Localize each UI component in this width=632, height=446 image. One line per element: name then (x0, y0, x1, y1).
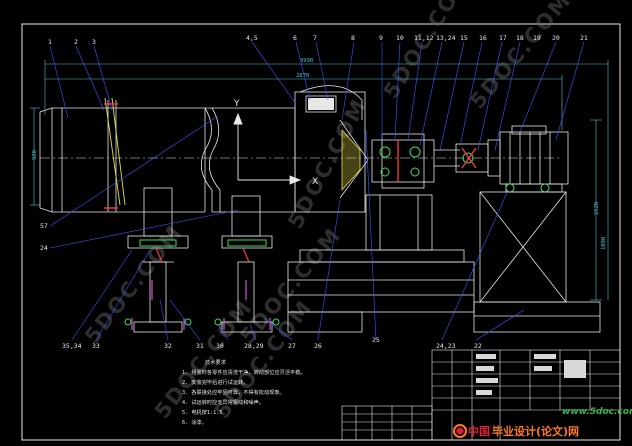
part-number: 15 (460, 34, 468, 42)
part-number: 10 (396, 34, 404, 42)
title-block (431, 349, 621, 441)
logo-brand-orange: 毕业设计(论文)网 (492, 424, 579, 438)
note-line: 4. 试运转时应无异常振动和噪声。 (182, 398, 264, 406)
axis-y-label: Y (233, 99, 240, 109)
parts-list-table (341, 405, 433, 441)
dimension-lines (30, 60, 609, 301)
dim-label: 3990 (300, 58, 313, 64)
part-number: 11,12 (414, 34, 434, 42)
part-number: 20 (552, 34, 560, 42)
motor-green (505, 183, 550, 193)
motor (499, 125, 569, 193)
part-number: 24 (40, 244, 48, 252)
support-right (221, 195, 273, 333)
part-number: 33 (92, 342, 100, 350)
part-number: 8 (351, 34, 355, 42)
part-number: 9 (379, 34, 383, 42)
note-line: 1. 组装时各零件应清洗干净，转动部位应灵活平稳。 (182, 368, 306, 376)
part-numbers-bottom: 35,34 33 32 31 30 28,29 27 26 25 24,23 2… (62, 336, 482, 350)
drum-inner-lines (104, 97, 126, 206)
support-green-parts (124, 239, 280, 326)
part-number: 6 (293, 34, 297, 42)
part-number: 26 (314, 342, 322, 350)
dim-label: 1080 (601, 237, 607, 250)
part-number: 57 (40, 222, 48, 230)
part-number: 22 (474, 342, 482, 350)
part-number: 28,29 (244, 342, 264, 350)
logo-brand-red: 中国 (468, 424, 490, 438)
part-number: 18 (516, 34, 524, 42)
watermark-layer: 5DOC.COM 5DOC.COM 5DOC.COM 5DOC.COM 5DOC… (80, 0, 576, 423)
drum-cylinder (39, 100, 206, 213)
base-frame (287, 194, 475, 333)
part-number: 3 (92, 38, 96, 46)
support-red-parts (155, 247, 250, 263)
part-number: 4,5 (246, 34, 258, 42)
axis-indicator (233, 112, 302, 185)
technical-notes: 技术要求 1. 组装时各零件应清洗干净，转动部位应灵活平稳。 2. 安装完毕后进… (182, 358, 306, 426)
part-number: 13,24 (436, 34, 456, 42)
part-number: 17 (499, 34, 507, 42)
notes-title: 技术要求 (205, 358, 227, 366)
part-number: 19 (533, 34, 541, 42)
support-left (127, 187, 189, 333)
part-number: 16 (479, 34, 487, 42)
note-line: 6. 涂漆。 (182, 418, 207, 426)
logo-swirl-inner (456, 427, 464, 435)
title-block-fills (476, 354, 586, 395)
dim-label: 920 (32, 150, 38, 160)
part-number: 25 (372, 336, 380, 344)
logo-swirl-icon (453, 424, 467, 438)
dim-label: 2870 (296, 73, 309, 79)
support-magenta-bolts (131, 280, 271, 330)
bearing-green (379, 146, 474, 177)
site-logo: www.5doc.com 中国 毕业设计(论文)网 (453, 407, 632, 438)
housing-plate (308, 98, 334, 110)
bearing-red (397, 140, 477, 182)
leader-lines (49, 41, 585, 341)
part-number: 7 (313, 34, 317, 42)
part-number: 31 (196, 342, 204, 350)
logo-url: www.5doc.com (562, 407, 632, 417)
part-number: 32 (164, 342, 172, 350)
axis-x-label: X (312, 177, 318, 187)
fan-housing (294, 85, 369, 213)
dim-label: 1520 (594, 202, 600, 215)
part-number: 1 (48, 38, 52, 46)
part-numbers-top: 1 2 3 4,5 6 7 8 9 10 11,12 13,24 15 16 1… (48, 34, 588, 46)
note-line: 5. 电机按1:1.5。 (182, 408, 228, 416)
note-line: 3. 各联接处应牢固可靠，不得有松动现象。 (182, 388, 285, 396)
drawing-border (21, 23, 621, 441)
drum-red-markers (104, 103, 118, 209)
part-number: 27 (288, 342, 296, 350)
part-number: 21 (580, 34, 588, 42)
part-number: 30 (216, 342, 224, 350)
bearing-assembly (371, 133, 460, 189)
watermark-text: 5DOC.COM (379, 0, 475, 103)
cone-section (341, 128, 361, 192)
part-number: 24,23 (436, 342, 456, 350)
part-numbers-left: 57 24 (40, 222, 48, 252)
part-number: 35,34 (62, 342, 82, 350)
motor-stand (473, 191, 601, 333)
watermark-text: 5DOC.COM (465, 0, 576, 113)
part-number: 2 (74, 38, 78, 46)
note-line: 2. 安装完毕后进行试运转。 (182, 378, 248, 386)
